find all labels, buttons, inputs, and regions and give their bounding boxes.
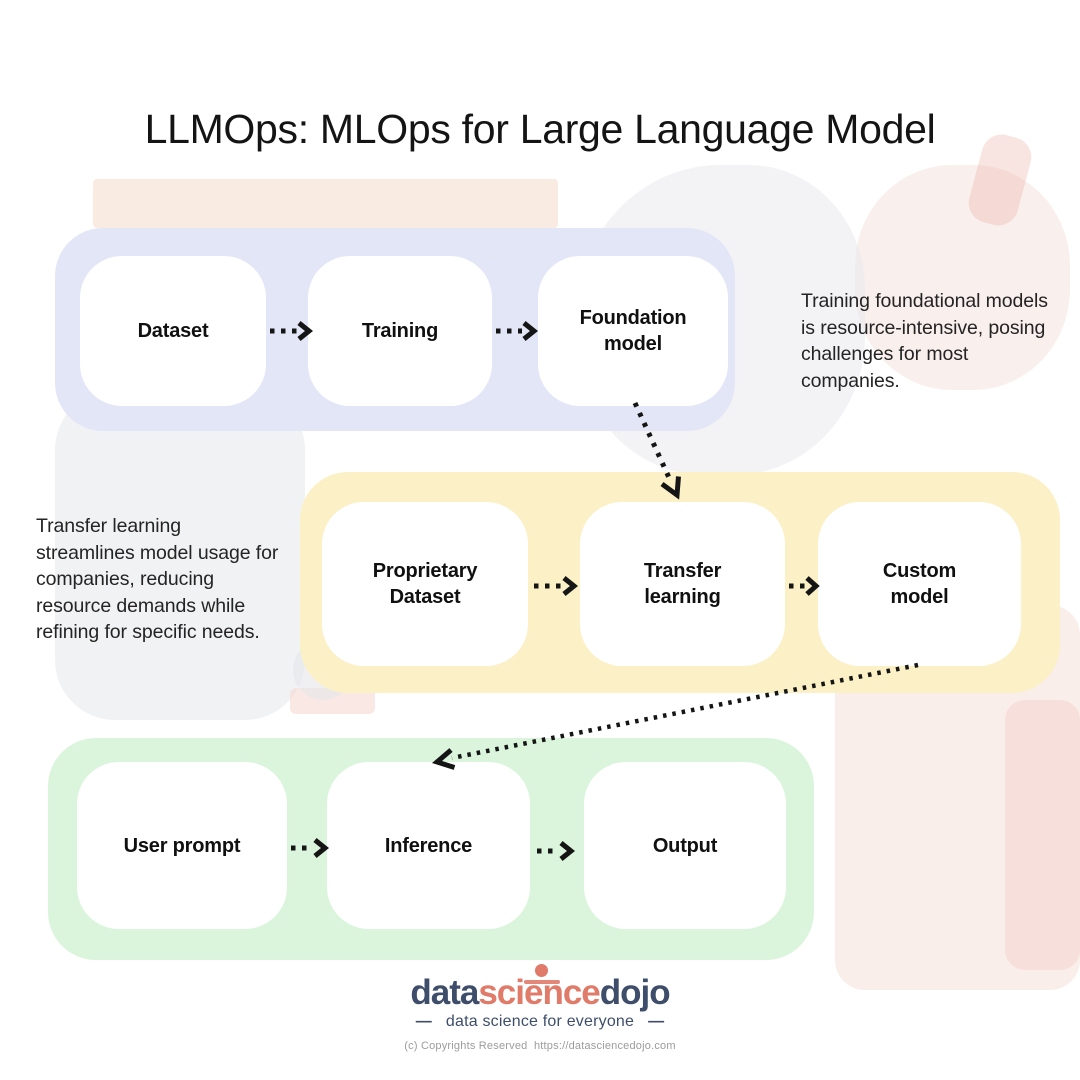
flow-box-inference: Inference [327, 762, 530, 929]
logo-tagline: data science for everyone [445, 1013, 635, 1030]
logo-text-data: data [410, 973, 479, 1012]
background-illustration-blob [1005, 700, 1080, 970]
logo-tagline-row: — data science for everyone — [0, 1013, 1080, 1031]
flow-box-label: Dataset [137, 320, 209, 342]
tagline-dash-left: — [415, 1013, 432, 1030]
flow-box-training: Training [308, 256, 492, 406]
logo-text-science: science [478, 973, 600, 1012]
page-title: LLMOps: MLOps for Large Language Model [144, 106, 936, 152]
flow-box-label: Custom model [882, 560, 957, 608]
copyright-line: (c) Copyrights Reserved https://datascie… [404, 1040, 676, 1052]
flow-box-custom-model: Custom model [818, 502, 1021, 666]
logo-text-dojo: dojo [599, 973, 671, 1012]
flow-box-label: Output [652, 834, 718, 857]
person-arms-icon [524, 980, 561, 984]
flow-box-transfer-learning: Transfer learning [580, 502, 785, 666]
flow-box-user-prompt: User prompt [77, 762, 287, 929]
flow-box-dataset: Dataset [80, 256, 266, 406]
flow-box-output: Output [584, 762, 786, 929]
flow-box-label: Proprietary Dataset [372, 560, 478, 608]
flow-box-label: Training [361, 320, 439, 342]
background-illustration-blob [55, 390, 305, 720]
flow-box-label: Inference [384, 834, 473, 857]
note-transfer-benefit: Transfer learning streamlines model usag… [36, 515, 279, 643]
flow-box-proprietary-dataset: Proprietary Dataset [322, 502, 528, 666]
person-icon [535, 964, 549, 977]
flow-box-foundation-model: Foundation model [538, 256, 728, 406]
note-foundation-cost: Training foundational models is resource… [801, 290, 1048, 392]
tagline-dash-right: — [648, 1013, 665, 1030]
flow-box-label: Foundation model [579, 307, 687, 355]
background-illustration-blob [855, 165, 1070, 390]
flow-box-label: User prompt [123, 834, 241, 857]
background-illustration-blob [93, 179, 558, 228]
flow-box-label: Transfer learning [643, 560, 722, 608]
